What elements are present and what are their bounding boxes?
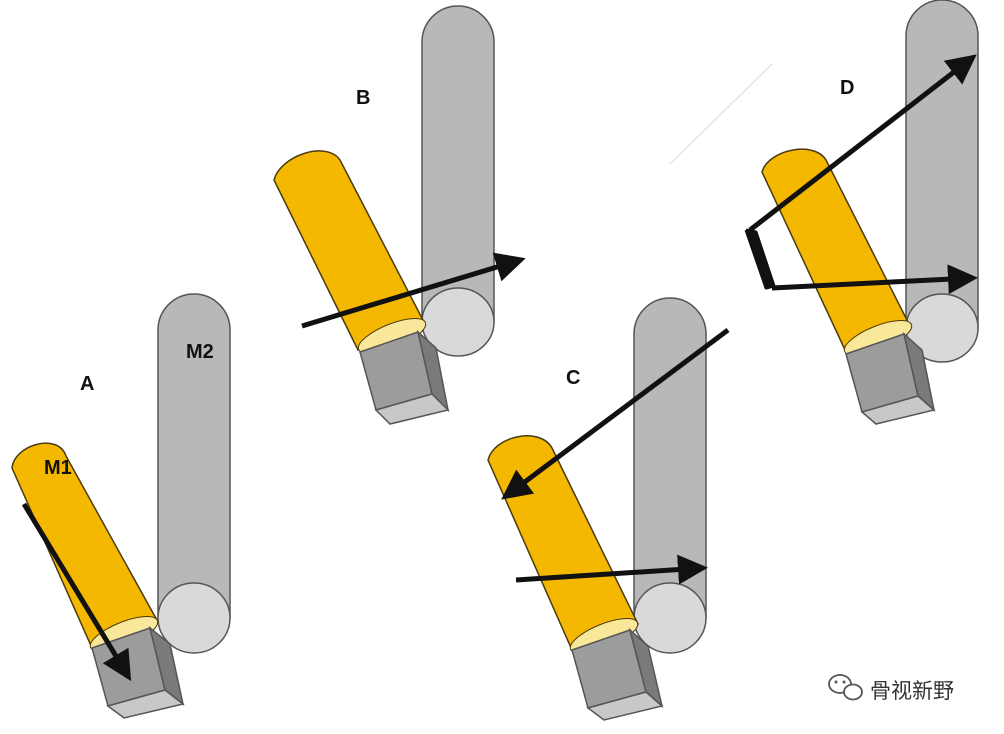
fixed-body-label-m2: M2 — [186, 341, 214, 363]
watermark: 骨视新野 — [828, 674, 954, 703]
panel-a: A M1 M2 — [11, 293, 231, 719]
motion-path-d-bent-link — [744, 228, 776, 290]
panel-c: C — [487, 297, 730, 721]
moving-body-label-m1: M1 — [44, 457, 72, 479]
base-block-b — [359, 329, 450, 425]
panel-b: B — [273, 5, 526, 425]
fixed-cylinder-d — [905, 0, 979, 363]
wechat-icon — [828, 674, 863, 701]
fixed-cylinder-b — [421, 5, 495, 357]
fixed-cylinder-a — [157, 293, 231, 654]
watermark-text: 骨视新野 — [870, 679, 954, 703]
panel-label-a: A — [80, 373, 94, 395]
fixed-cylinder-c — [633, 297, 707, 654]
moving-cylinder-c — [487, 435, 640, 654]
panel-label-c: C — [566, 367, 580, 389]
moving-cylinder-d — [761, 148, 913, 356]
motion-arrow-b — [301, 252, 526, 329]
panel-label-d: D — [840, 77, 854, 99]
base-block-d — [845, 331, 936, 425]
motion-arrow-d-upper — [748, 54, 977, 232]
panel-d: D — [744, 0, 979, 425]
moving-cylinder-b — [273, 150, 427, 354]
panel-label-b: B — [356, 87, 370, 109]
motion-arrow-c-diagonal — [501, 327, 730, 500]
moving-cylinder-a — [11, 442, 160, 652]
motion-arrow-a — [21, 502, 132, 682]
motion-arrow-d-lower — [771, 264, 978, 295]
motion-arrow-c-horizontal — [515, 554, 708, 585]
faint-divider-line — [669, 63, 773, 165]
base-block-c — [571, 627, 664, 721]
